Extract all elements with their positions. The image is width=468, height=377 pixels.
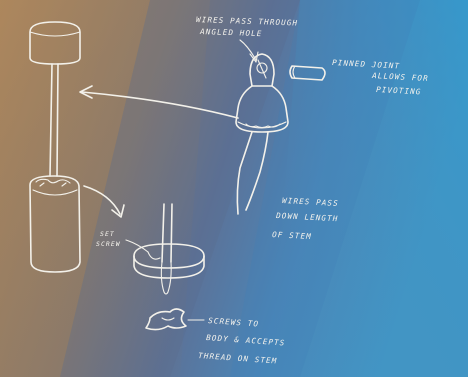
annotation-set-screw-line2: SCREW <box>96 240 121 248</box>
annotation-set-screw-line1: SET <box>100 230 115 238</box>
